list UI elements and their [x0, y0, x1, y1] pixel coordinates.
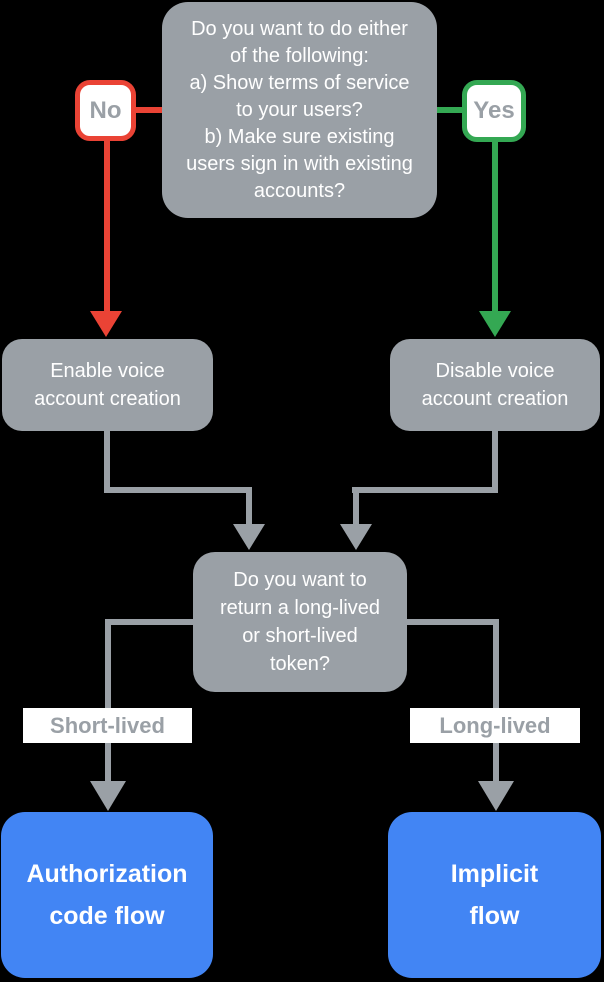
- top-question-node: Do you want to do either of the followin…: [162, 2, 437, 218]
- enable-connector-vertical-1: [104, 430, 110, 493]
- short-lived-connector-vertical: [105, 619, 111, 782]
- no-arrowhead-icon: [90, 311, 122, 337]
- short-lived-label: Short-lived: [23, 708, 192, 743]
- long-lived-arrowhead-icon: [478, 781, 514, 811]
- enable-voice-node: Enable voice account creation: [2, 339, 213, 431]
- yes-connector-vertical: [492, 142, 498, 312]
- long-lived-connector-horizontal: [407, 619, 499, 625]
- authorization-code-flow-node: Authorization code flow: [1, 812, 213, 978]
- enable-arrowhead-icon: [233, 524, 265, 550]
- no-connector-horizontal: [136, 107, 162, 113]
- enable-connector-horizontal: [104, 487, 252, 493]
- no-connector-vertical: [104, 140, 110, 312]
- disable-connector-vertical-2: [353, 487, 359, 525]
- long-lived-label: Long-lived: [410, 708, 580, 743]
- yes-connector-horizontal: [437, 107, 462, 113]
- disable-arrowhead-icon: [340, 524, 372, 550]
- long-lived-connector-vertical: [493, 619, 499, 782]
- no-badge: No: [75, 80, 136, 141]
- disable-voice-node: Disable voice account creation: [390, 339, 600, 431]
- short-lived-connector-horizontal: [105, 619, 193, 625]
- yes-arrowhead-icon: [479, 311, 511, 337]
- enable-connector-vertical-2: [246, 487, 252, 525]
- disable-connector-vertical-1: [492, 430, 498, 493]
- short-lived-arrowhead-icon: [90, 781, 126, 811]
- disable-connector-horizontal: [352, 487, 498, 493]
- implicit-flow-node: Implicit flow: [388, 812, 601, 978]
- token-question-node: Do you want to return a long-lived or sh…: [193, 552, 407, 692]
- yes-badge: Yes: [462, 80, 526, 142]
